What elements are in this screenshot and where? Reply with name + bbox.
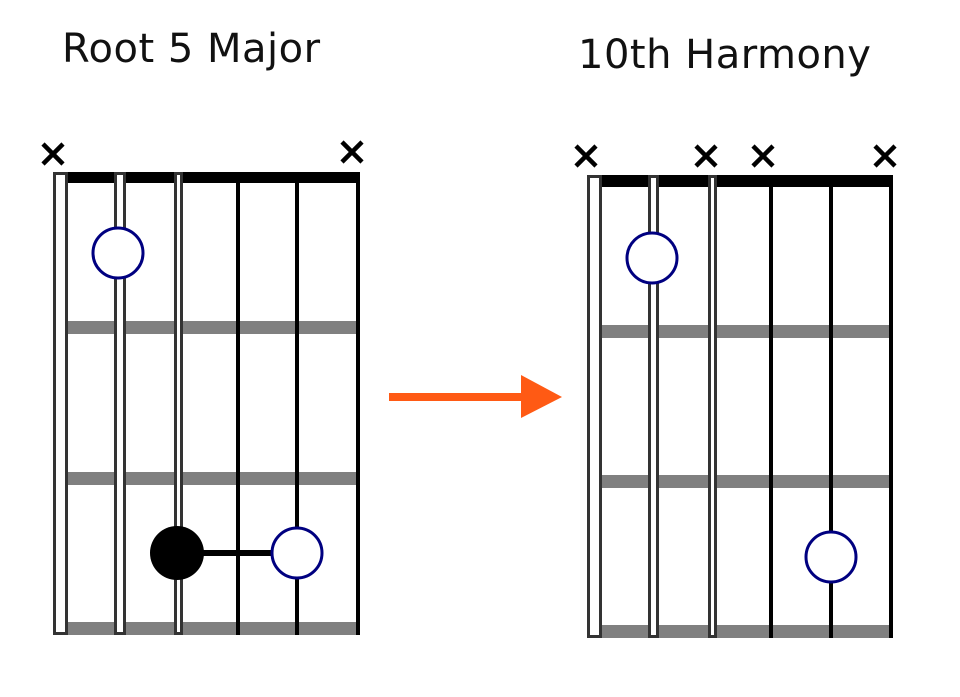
string-6-muted — [53, 172, 68, 635]
string-3 — [769, 187, 773, 638]
root-note-dot — [150, 526, 204, 580]
string-1 — [356, 172, 360, 635]
string-4 — [174, 172, 183, 635]
string-1 — [889, 175, 893, 638]
string-2 — [829, 187, 833, 638]
string-5 — [648, 175, 659, 638]
fret-1 — [594, 325, 891, 338]
muted-x-icon — [340, 140, 364, 164]
right-arrow-icon — [389, 375, 562, 418]
nut — [60, 172, 360, 183]
note-circle — [804, 530, 858, 584]
fret-2 — [60, 472, 358, 485]
fretboard-10th-harmony — [574, 144, 897, 638]
string-3 — [236, 183, 240, 635]
muted-x-icon — [574, 144, 598, 168]
title-10th-harmony: 10th Harmony — [578, 32, 872, 78]
fret-2 — [594, 475, 891, 488]
fret-3 — [60, 622, 358, 635]
string-4-muted — [708, 175, 717, 638]
muted-x-icon — [41, 142, 65, 166]
string-5 — [114, 172, 126, 635]
muted-x-icon — [873, 144, 897, 168]
string-2 — [295, 183, 299, 635]
fret-3 — [594, 625, 891, 638]
fretboard-root-5-major — [41, 140, 364, 635]
muted-x-icon — [694, 144, 718, 168]
muted-x-icon — [751, 144, 775, 168]
fret-1 — [60, 321, 358, 334]
string-6-muted — [587, 175, 602, 638]
title-root-5-major: Root 5 Major — [62, 26, 321, 72]
note-circle — [270, 526, 324, 580]
nut — [594, 175, 893, 187]
note-circle — [625, 231, 679, 285]
note-circle — [91, 226, 145, 280]
